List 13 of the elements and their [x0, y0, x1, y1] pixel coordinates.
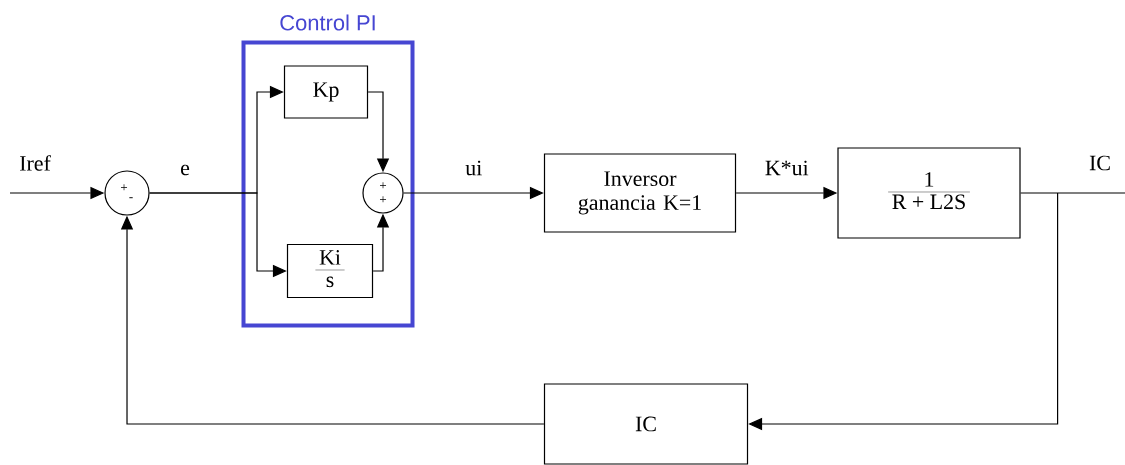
node-label: Control PI [280, 14, 375, 31]
summing-junction: + + [362, 172, 404, 214]
edge-label: ui [465, 160, 482, 176]
transfer-function-box: 1 R + L2S [837, 147, 1021, 239]
edge-label: Iref [20, 155, 51, 171]
summing-junction: + - [104, 170, 150, 216]
edge-label: e [181, 164, 190, 176]
edge-label: IC [1089, 155, 1110, 171]
block-box: IC [543, 383, 749, 465]
transfer-function-box: Ki s [286, 243, 374, 299]
block-box: Kp [283, 65, 369, 119]
edge-label: K*ui [765, 160, 809, 176]
block-box: Inversor ganancia K=1 [543, 153, 737, 233]
